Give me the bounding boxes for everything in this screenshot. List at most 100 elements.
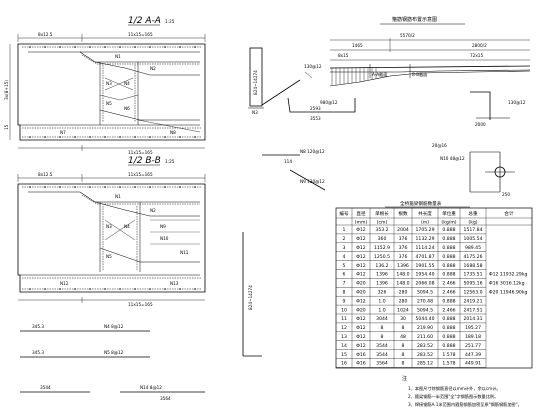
table-cell: 48 [400,334,406,340]
table-cell: 1.578 [442,352,455,358]
table-cell: Φ16 [356,361,366,367]
table-cell: Φ20 [356,290,366,296]
table-title: 全桥箍梁钢筋数量表 [400,200,442,207]
bar-label-n9: N9 130@12 [300,179,325,184]
bb-label-n10: N10 [160,236,169,241]
table-cell: Φ12 [356,325,366,331]
table-cell: 989.45 [465,245,481,251]
bar-dim-3544: 3544 [40,385,51,390]
table-cell: Φ12 [356,254,366,260]
table-cell: 219.90 [417,325,433,331]
section-bb-title: 1/2 B-B [128,156,161,166]
table-cell: 0.888 [442,334,455,340]
bar-dim-114: 114 [284,159,292,164]
table-unit-cell: (m) [421,220,429,226]
note-2: 2、箍梁钢筋一半范围"全"字钢筋图示数量比例。 [408,393,498,400]
notes-heading: 注 [402,375,407,382]
table-cell: 1517.84 [464,227,483,233]
table-cell: 2.466 [442,307,455,313]
table-cell: 5094.5 [417,307,433,313]
aa-dim-top-left: 8x12.5 [38,32,53,37]
aa-label-n5: N5 [106,101,112,106]
table-cell: Φ12 [356,263,366,269]
bb-label-n2: N2 [150,208,156,213]
aa-label-n2: N2 [150,66,156,71]
table-cell: 1.578 [442,361,455,367]
layout-label-bb: B-B截面 [412,71,427,78]
table-cell: 8 [381,334,384,340]
table-cell: 0.888 [442,254,455,260]
section-aa: 1/2 A-A 1:25 8x12.5 11x15=165 [4,16,206,155]
table-cell: 1396 [397,263,409,269]
layout-dim-total: 5570/2 [400,33,415,38]
bb-label-n13: N13 [170,281,179,286]
table-cell: 283.52 [417,343,433,349]
aa-label-n8: N8 [170,130,176,135]
table-cell: 16 [341,361,347,367]
table-cell: Φ12 [356,245,366,251]
table-cell: 0.888 [442,316,455,322]
table-cell: 5044.40 [416,316,435,322]
aa-label-n3: N3 [106,81,112,86]
section-bb: 1/2 B-B 1:25 8x12.5 11x15=165 [17,156,206,307]
layout-dim-right: 2800/2 [472,43,487,48]
table-cell: 2.466 [442,290,455,296]
table-header-cell: 直径 [356,210,366,217]
table-cell: Φ20 [356,281,366,287]
table-cell: 211.60 [417,334,433,340]
note-1: 1、本图尺寸除钢筋直径以mm计外，余以cm计。 [408,385,501,392]
bar-dim-345-b: 345.3 [32,350,44,355]
bb-label-n5: N5 [106,254,112,259]
table-cell: Φ20 [356,307,366,313]
section-aa-scale: 1:25 [165,19,175,24]
rebar-table: 全桥箍梁钢筋数量表 编号直径单根长根数共长度单位重总重合计(mm)(cm)(m)… [335,200,533,369]
table-cell: Φ16 [356,352,366,358]
table-header-cell: 单根长 [375,210,389,217]
bottom-left-bars: 345.3 N4 8@12 345.3 N5 8@12 3544 N14 8@1… [20,324,205,401]
bb-label-n3: N3 [106,224,112,229]
table-cell: 5095.16 [464,281,483,287]
section-bb-scale: 1:25 [165,159,175,164]
table-cell: 9 [343,298,346,304]
table-cell: 3544 [376,352,388,358]
table-cell: 326 [378,290,387,296]
table-cell: 1.0 [378,298,385,304]
table-cell: 148.0 [396,272,409,278]
table-cell: 1396 [376,281,388,287]
table-cell: 1024 [397,307,409,313]
table-cell: 1132.29 [416,236,435,242]
table-cell: 0.888 [442,325,455,331]
table-unit-cell: (mm) [355,220,368,226]
table-cell: Φ12 [356,272,366,278]
bb-label-n12: N12 [60,281,69,286]
table-cell: Φ12 [356,334,366,340]
table-cell: 360 [378,236,387,242]
table-cell: 1705.29 [416,227,435,233]
bb-dim-top-right: 11x15=165 [128,172,153,177]
note-3: 3、焊接钢筋A.1米范围内箍筋钢筋加密至原"钢筋钢筋加密"。 [408,401,522,408]
table-cell: 12563.0 [464,290,483,296]
table-header-cell: 共长度 [418,210,432,217]
bar-dim-2593: 2593 [310,106,321,111]
table-cell: 3564 [376,361,388,367]
bar-dim-3564: 3564 [160,396,171,401]
table-cell: 3544 [376,343,388,349]
bar-label-130-r: 130@12 [508,100,526,105]
table-cell: 8 [343,290,346,296]
table-cell: 3044 [376,316,388,322]
aa-dim-side2: 15 [4,124,9,130]
aa-dim-side: 3x(8+15) [4,80,9,100]
table-cell: 30 [400,316,406,322]
layout-dim-b: 72x15 [470,53,483,58]
table-cell: 5094.5 [417,290,433,296]
